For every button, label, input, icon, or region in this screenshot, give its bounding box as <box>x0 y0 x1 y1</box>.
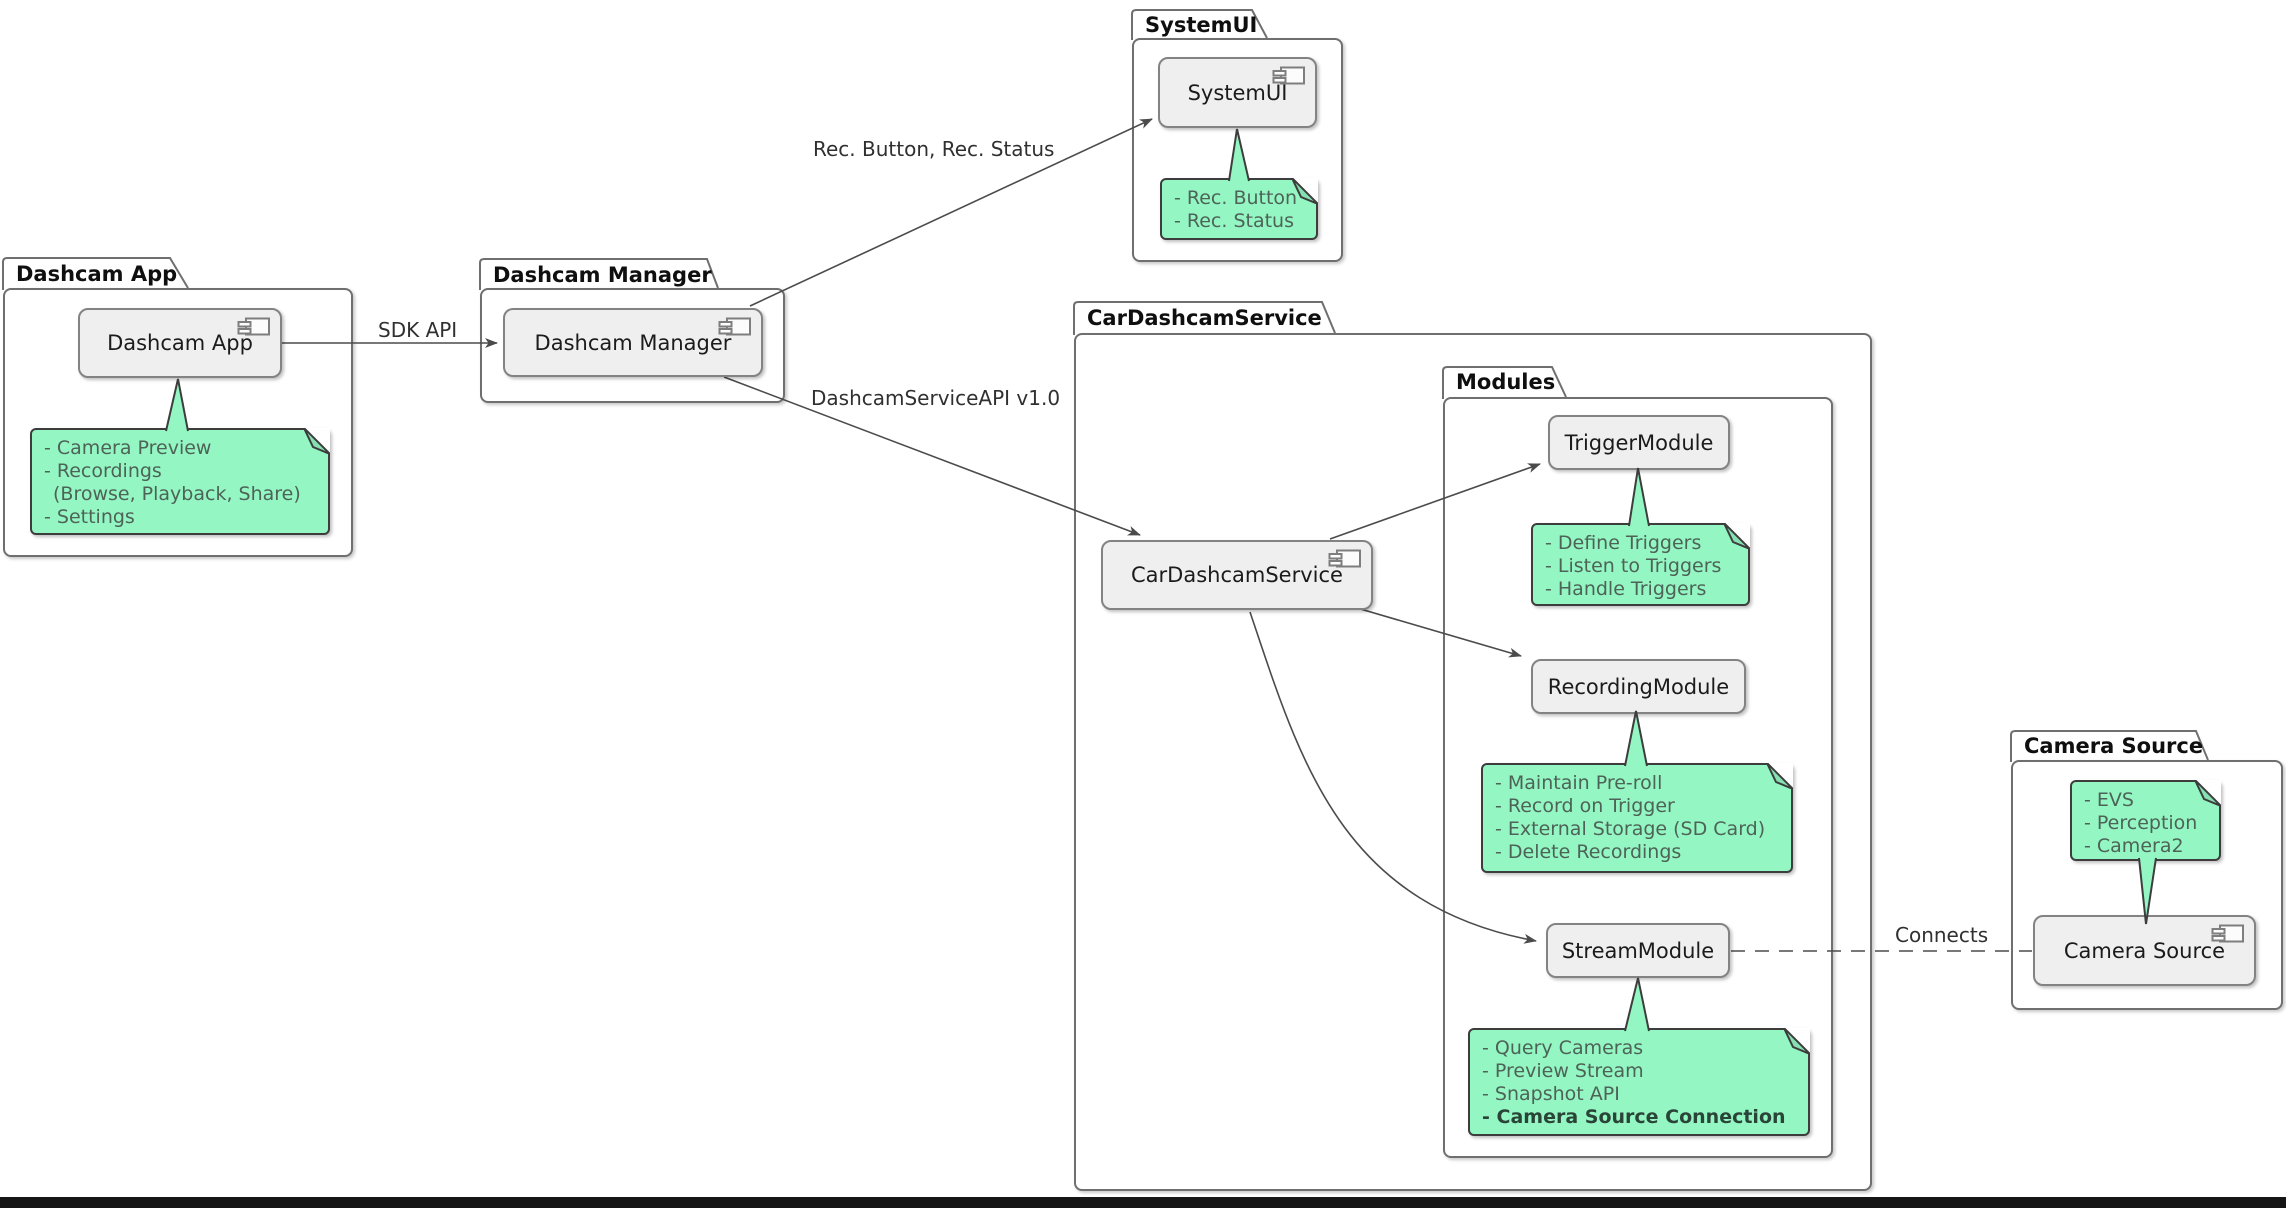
note-line: - Record on Trigger <box>1495 795 1675 817</box>
edge-label-rec-button-status: Rec. Button, Rec. Status <box>813 137 1055 161</box>
component-camera-source: Camera Source <box>2033 915 2256 986</box>
component-label: StreamModule <box>1561 938 1715 963</box>
component-label: SystemUI <box>1187 80 1288 105</box>
component-icon <box>2211 924 2244 943</box>
note-fold-icon <box>1767 763 1793 789</box>
edge-label-connects: Connects <box>1895 923 1989 947</box>
component-trigger-module: TriggerModule <box>1548 415 1730 470</box>
edge-label-dashcam-service-api: DashcamServiceAPI v1.0 <box>811 386 1061 410</box>
component-car-dashcam-service: CarDashcamService <box>1101 540 1373 610</box>
note-stream-module: - Query Cameras - Preview Stream - Snaps… <box>1468 1028 1810 1136</box>
note-line: - Rec. Status <box>1174 210 1295 232</box>
note-line: - Query Cameras <box>1482 1037 1644 1059</box>
note-fold-icon <box>1724 523 1750 549</box>
component-recording-module: RecordingModule <box>1531 659 1746 714</box>
package-label-modules: Modules <box>1456 370 1556 394</box>
package-label-dashcam-app: Dashcam App <box>16 262 178 286</box>
note-line: - Maintain Pre-roll <box>1495 772 1663 794</box>
edge-label-sdk-api: SDK API <box>378 318 458 342</box>
component-dashcam-app: Dashcam App <box>78 308 282 378</box>
note-line: - Camera Source Connection <box>1482 1106 1786 1128</box>
note-camera-source: - EVS - Perception - Camera2 <box>2070 780 2221 861</box>
note-systemui: - Rec. Button - Rec. Status <box>1160 178 1318 240</box>
note-line: - Settings <box>44 506 135 528</box>
note-line: (Browse, Playback, Share) <box>53 483 301 505</box>
component-label: Camera Source <box>2063 938 2226 963</box>
component-label: TriggerModule <box>1564 430 1714 455</box>
note-trigger-module: - Define Triggers - Listen to Triggers -… <box>1531 523 1750 606</box>
component-stream-module: StreamModule <box>1546 923 1730 978</box>
component-label: Dashcam Manager <box>534 330 732 355</box>
note-dashcam-app: - Camera Preview - Recordings (Browse, P… <box>30 428 330 535</box>
note-line: - Perception <box>2084 812 2198 834</box>
bottom-bar <box>0 1197 2286 1208</box>
component-icon <box>237 317 270 336</box>
note-fold-icon <box>1784 1028 1810 1054</box>
note-line: - External Storage (SD Card) <box>1495 818 1766 840</box>
package-label-camera-source: Camera Source <box>2024 734 2204 758</box>
note-line: - Handle Triggers <box>1545 578 1707 600</box>
component-label: CarDashcamService <box>1131 563 1343 587</box>
component-label: Dashcam App <box>107 331 253 355</box>
note-line: - Listen to Triggers <box>1545 555 1722 577</box>
note-line: - Camera2 <box>2084 835 2184 857</box>
note-fold-icon <box>1292 178 1318 204</box>
note-line: - Snapshot API <box>1482 1083 1620 1105</box>
note-line: - Camera Preview <box>44 437 212 459</box>
note-line: - Delete Recordings <box>1495 841 1682 863</box>
note-line: - Rec. Button <box>1174 187 1298 209</box>
note-line: - EVS <box>2084 789 2134 811</box>
component-icon <box>1328 549 1361 568</box>
component-dashcam-manager: Dashcam Manager <box>503 308 763 377</box>
package-label-car-dashcam-service: CarDashcamService <box>1087 306 1322 330</box>
note-fold-icon <box>304 428 330 454</box>
component-icon <box>1272 66 1305 85</box>
note-line: - Define Triggers <box>1545 532 1702 554</box>
package-label-systemui: SystemUI <box>1145 13 1258 37</box>
note-line: - Preview Stream <box>1482 1060 1644 1082</box>
package-label-dashcam-manager: Dashcam Manager <box>493 263 712 287</box>
component-label: RecordingModule <box>1547 674 1730 699</box>
note-line: - Recordings <box>44 460 162 482</box>
note-recording-module: - Maintain Pre-roll - Record on Trigger … <box>1481 763 1793 873</box>
note-fold-icon <box>2195 780 2221 806</box>
component-icon <box>718 317 751 336</box>
component-systemui: SystemUI <box>1158 57 1317 128</box>
